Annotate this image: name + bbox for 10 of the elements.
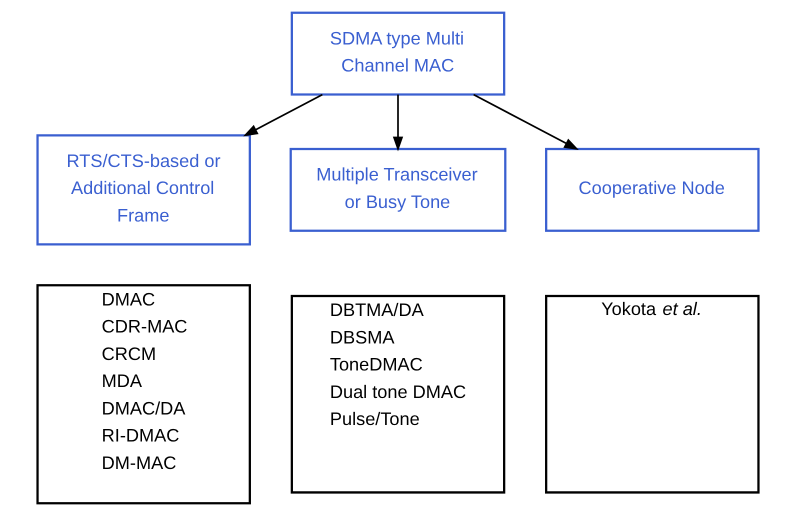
arrow <box>242 94 322 136</box>
node-box: Yokota et al. <box>544 294 760 494</box>
node-box: SDMA type Multi Channel MAC <box>290 12 505 96</box>
arrow <box>472 94 578 150</box>
node-box: DMAC CDR-MAC CRCM MDA DMAC/DA RI-DMAC DM-MAC <box>36 284 250 504</box>
arrow <box>392 94 403 152</box>
node-box: RTS/CTS-based or Additional Control Frame <box>36 134 250 246</box>
node-box: Cooperative Node <box>544 148 760 232</box>
node-box: DBTMA/DA DBSMA ToneDMAC Dual tone DMAC Pulse/Tone <box>290 294 505 494</box>
node-box: Multiple Transceiver or Busy Tone <box>289 148 506 232</box>
